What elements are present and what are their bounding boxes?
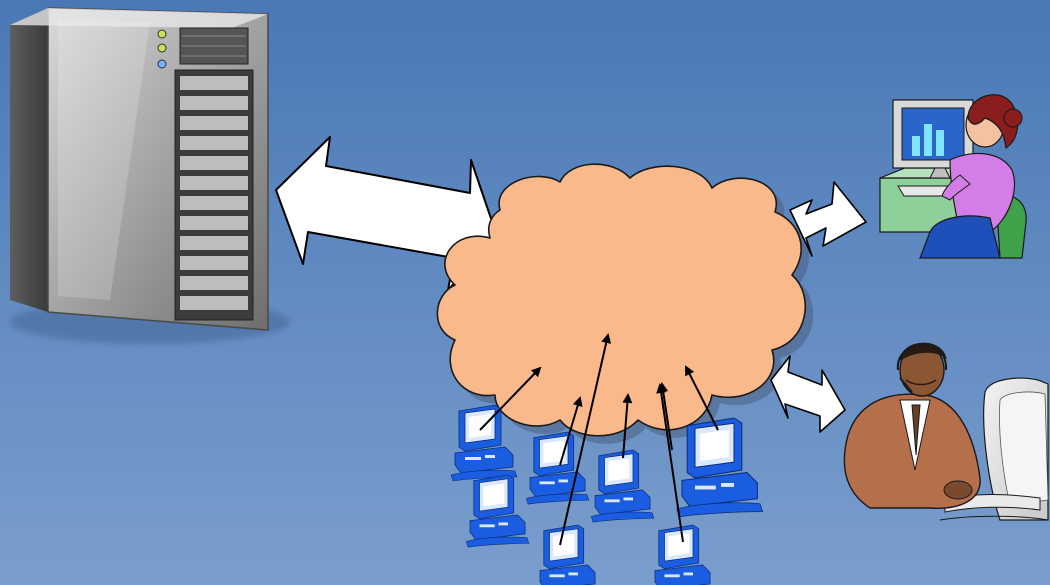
server-tower-icon bbox=[10, 8, 290, 344]
